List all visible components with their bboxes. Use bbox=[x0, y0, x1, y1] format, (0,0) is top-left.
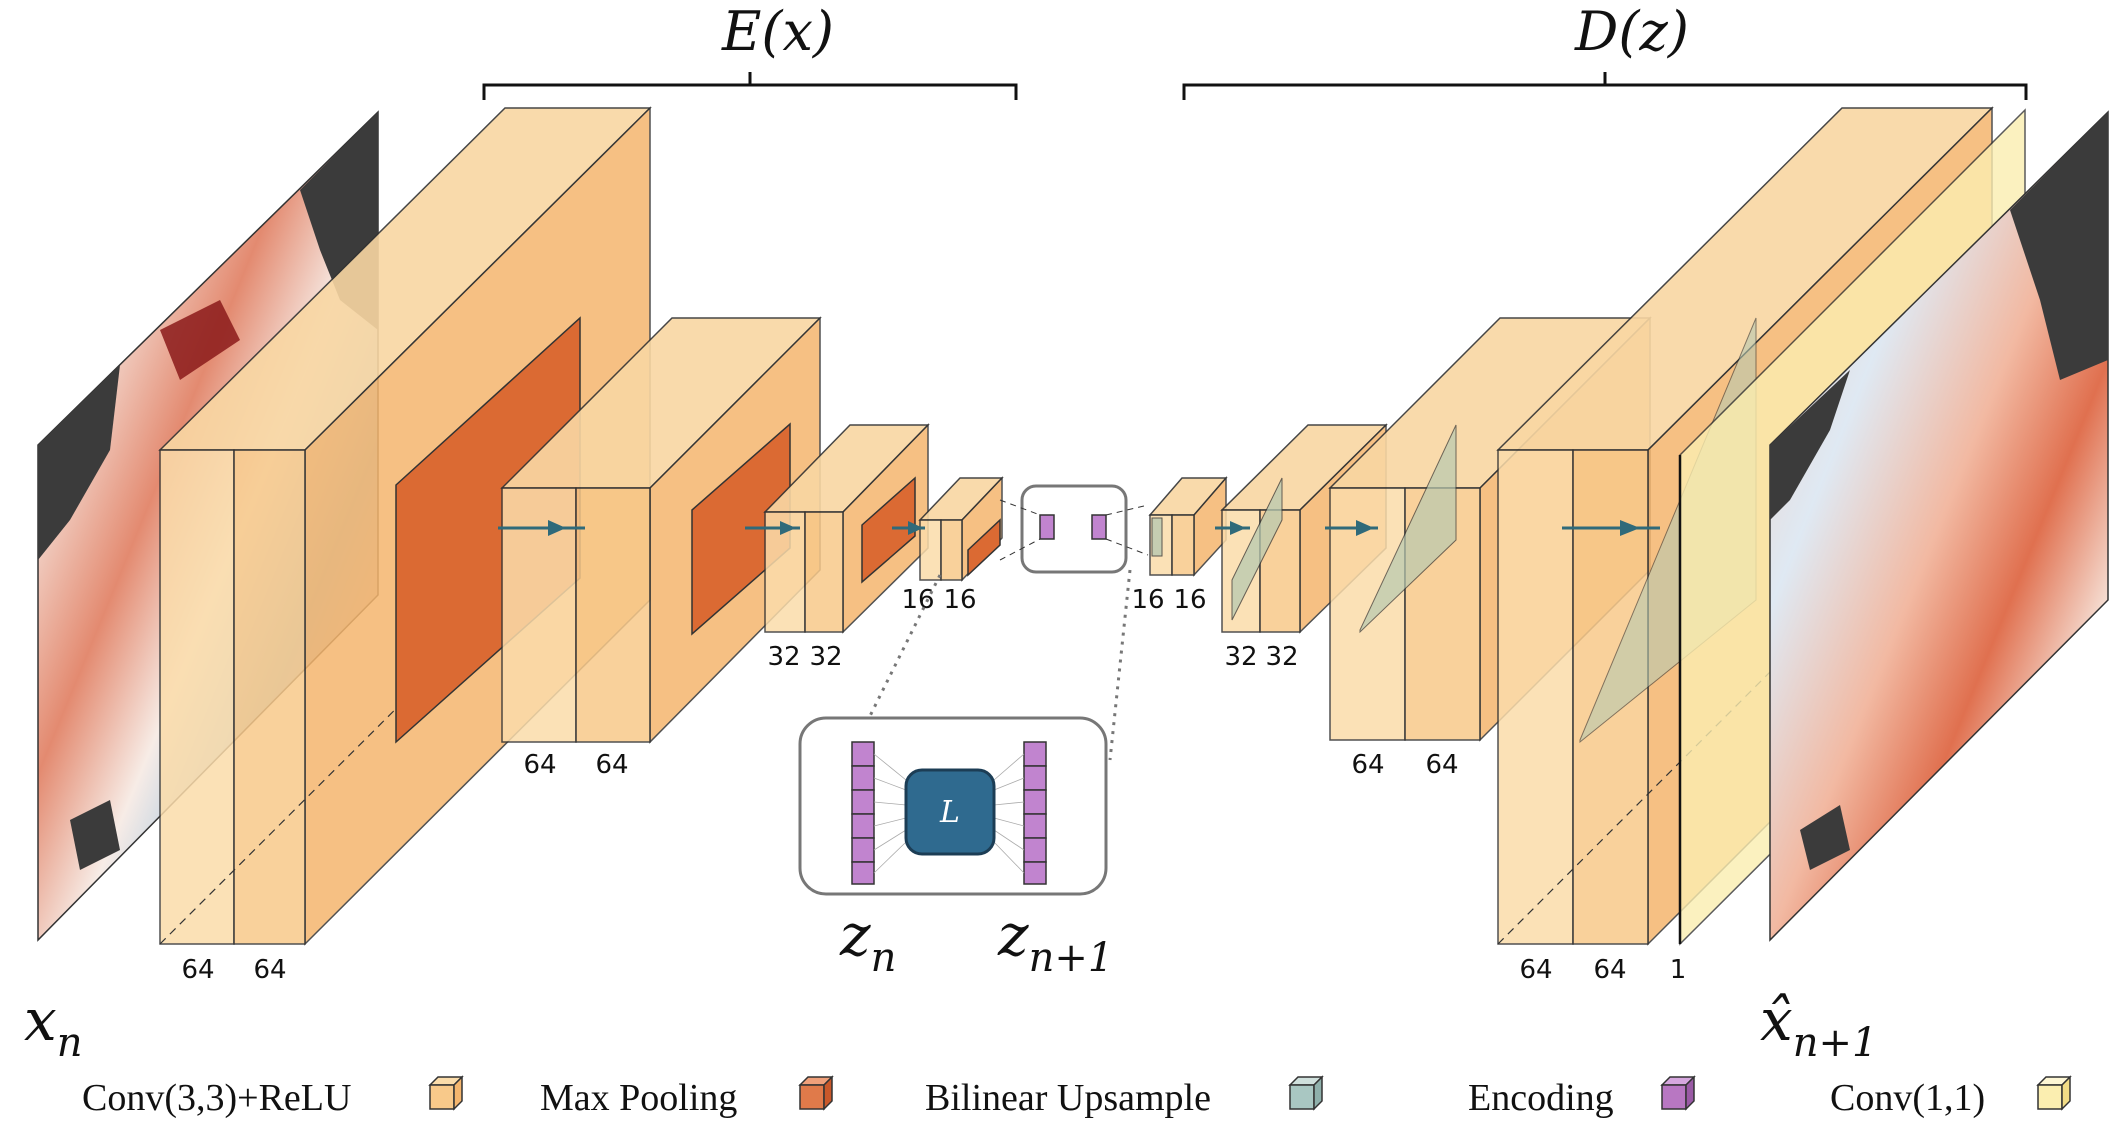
encoder-label: E(x) bbox=[721, 0, 834, 63]
zn-encoding-stack bbox=[851, 741, 875, 885]
encoder-bracket bbox=[482, 72, 1018, 100]
legend-item-conv11: Conv(1,1) bbox=[1830, 1075, 2072, 1119]
legend-item-maxpool: Max Pooling bbox=[540, 1075, 834, 1119]
encoder-channel-label: 64 bbox=[523, 750, 556, 780]
legend-item-conv: Conv(3,3)+ReLU bbox=[82, 1075, 464, 1119]
encoder-channel-label: 64 bbox=[253, 955, 286, 985]
flow-arrow bbox=[892, 521, 925, 535]
decoder-label: D(z) bbox=[1574, 0, 1689, 63]
decoder-channel-label: 1 bbox=[1670, 955, 1687, 985]
encoder-channel-label: 16 bbox=[901, 585, 934, 615]
legend-label: Conv(3,3)+ReLU bbox=[82, 1077, 351, 1119]
decoder-channel-label: 32 bbox=[1265, 642, 1298, 672]
decoder-conv-block-1 bbox=[1148, 475, 1228, 577]
encoder-channel-label: 32 bbox=[767, 642, 800, 672]
flow-arrow bbox=[745, 521, 800, 535]
latent-operator-zoom: L bbox=[798, 716, 1108, 896]
legend-label: Conv(1,1) bbox=[1830, 1077, 1985, 1119]
decoder-channel-label: 64 bbox=[1519, 955, 1552, 985]
upsample-cube-icon bbox=[1288, 1075, 1324, 1111]
flow-arrow bbox=[1325, 520, 1378, 536]
decoder-channel-label: 64 bbox=[1425, 750, 1458, 780]
decoder-channel-label: 16 bbox=[1173, 585, 1206, 615]
dense-connections bbox=[873, 753, 1025, 874]
legend-label: Encoding bbox=[1468, 1077, 1614, 1119]
conv-cube-icon bbox=[428, 1075, 464, 1111]
maxpool-cube-icon bbox=[798, 1075, 834, 1111]
zn1-label: zn+1 bbox=[997, 901, 1113, 981]
decoder-channel-label: 64 bbox=[1593, 955, 1626, 985]
encoding-cube-icon bbox=[1660, 1075, 1696, 1111]
legend-label: Bilinear Upsample bbox=[925, 1077, 1211, 1119]
latent-box bbox=[866, 484, 1149, 761]
legend-item-encoding: Encoding bbox=[1468, 1075, 1696, 1119]
decoder-channel-label: 32 bbox=[1224, 642, 1257, 672]
decoder-channel-label: 16 bbox=[1131, 585, 1164, 615]
encoder-channel-label: 32 bbox=[809, 642, 842, 672]
output-field-map bbox=[1769, 110, 2109, 942]
input-label: xn bbox=[24, 986, 82, 1066]
encoder-channel-label: 64 bbox=[595, 750, 628, 780]
encoder-maxpool-3 bbox=[861, 476, 916, 584]
encoder-channel-label: 16 bbox=[943, 585, 976, 615]
output-label: x̂n+1 bbox=[1760, 986, 1877, 1066]
operator-L-box bbox=[904, 768, 996, 856]
flow-arrow bbox=[498, 520, 585, 536]
legend-label: Max Pooling bbox=[540, 1077, 737, 1119]
flow-arrow bbox=[1562, 520, 1660, 536]
encoder-channel-label: 64 bbox=[181, 955, 214, 985]
zn-label: zn bbox=[839, 901, 896, 981]
legend-item-upsample: Bilinear Upsample bbox=[925, 1075, 1324, 1119]
decoder-bracket bbox=[1182, 72, 2028, 100]
operator-label: L bbox=[939, 795, 960, 830]
conv11-cube-icon bbox=[2036, 1075, 2072, 1111]
legend: Conv(3,3)+ReLU Max Pooling Bilinear Upsa… bbox=[82, 1075, 2072, 1119]
encoder-maxpool-4 bbox=[967, 518, 1001, 577]
zn1-encoding-stack bbox=[1023, 741, 1047, 885]
flow-arrow bbox=[1215, 521, 1250, 535]
decoder-channel-label: 64 bbox=[1351, 750, 1384, 780]
